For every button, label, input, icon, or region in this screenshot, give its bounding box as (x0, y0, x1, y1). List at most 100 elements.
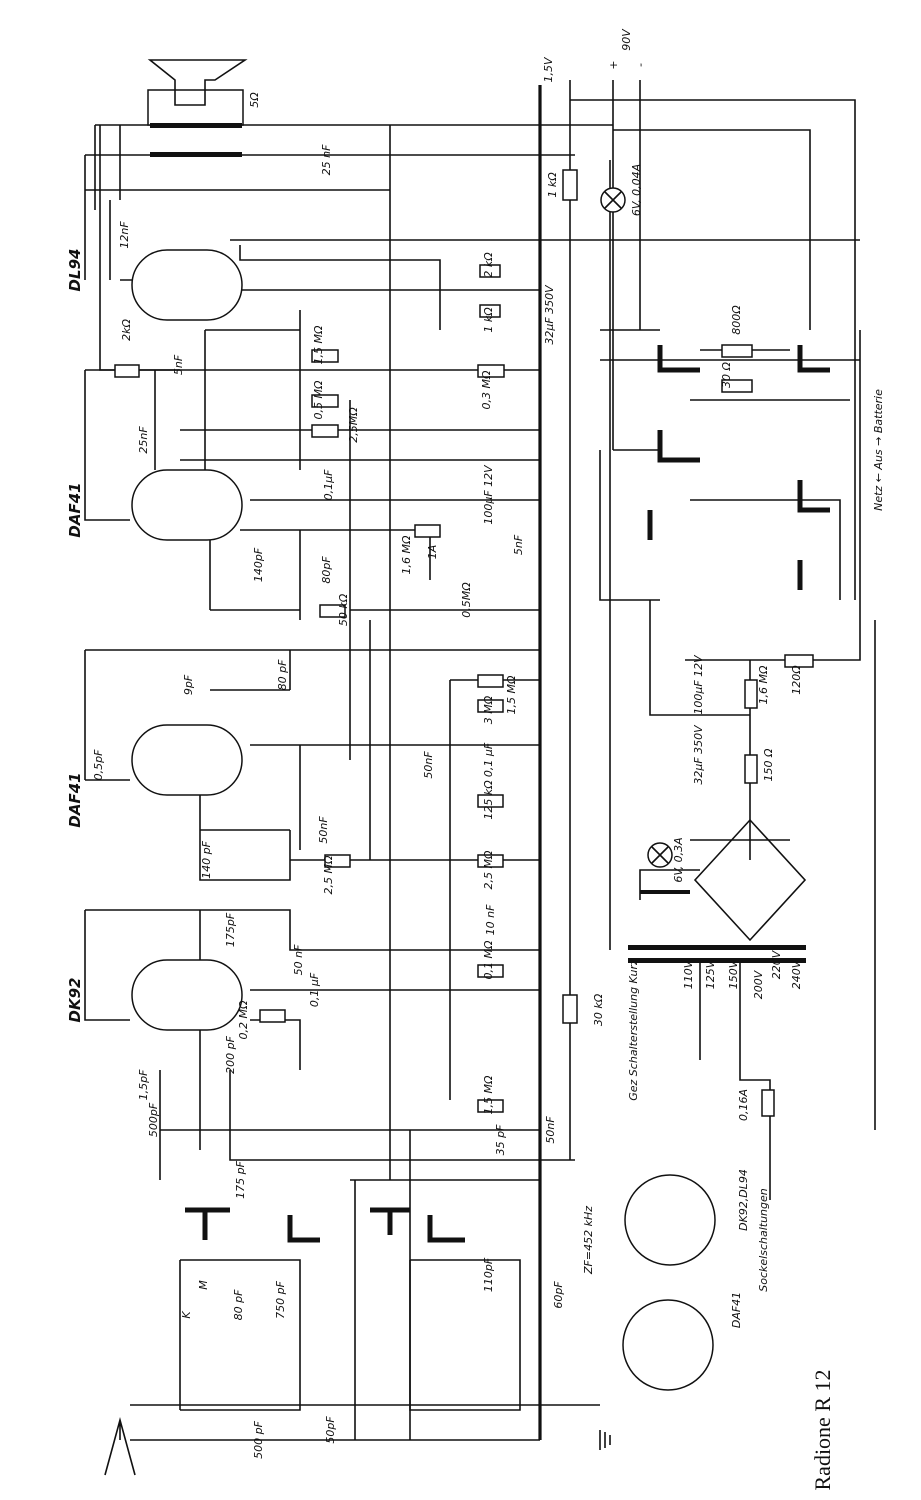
component-label: 0,2 MΩ (237, 1000, 250, 1039)
component-label: 50 kΩ (337, 593, 350, 626)
component-label: 1,5 MΩ (505, 675, 518, 714)
transformers (147, 59, 806, 963)
component-label: 0,5pF (92, 749, 105, 780)
component-label: 200V (752, 969, 765, 999)
component-label: 120Ω (790, 665, 803, 695)
supply-plus: + (607, 60, 620, 69)
socket-dk92-dl94 (624, 1174, 716, 1266)
component-label: 2kΩ (120, 319, 133, 341)
component-label: M (197, 1280, 210, 1290)
component-label: 0,1µF (322, 469, 335, 500)
component-label: 50nF (317, 816, 330, 844)
component-label: ZF=452 kHz (582, 1206, 595, 1275)
component-label: Sockelschaltungen (757, 1188, 770, 1292)
component-label: 1 kΩ (482, 307, 495, 333)
component-label: DAF41 (730, 1292, 743, 1328)
component-label: 25nF (137, 426, 150, 454)
component-label: 50nF (422, 751, 435, 779)
tubes (131, 249, 243, 1031)
component-label: 1 kΩ (546, 172, 559, 198)
component-label: 140pF (252, 547, 265, 582)
antenna-icon (104, 1416, 136, 1476)
tube-daf41-2-envelope (131, 724, 243, 796)
supply-label-90v: 90V (620, 28, 633, 51)
component-label: 1,5 MΩ (312, 325, 325, 364)
component-label: 800Ω (730, 305, 743, 335)
component-label: 0,16A (737, 1089, 750, 1121)
component-label: 50 nF (292, 944, 305, 975)
component-label: 240V (790, 959, 803, 989)
component-label: 125V (704, 959, 717, 989)
resistors (114, 169, 814, 1117)
component-label: 9pF (182, 674, 195, 695)
component-label: DK92,DL94 (737, 1169, 750, 1231)
component-label: 150 Ω (762, 748, 775, 781)
component-label: 140 pF (200, 840, 213, 878)
socket-daf41 (622, 1299, 714, 1391)
tube-label-daf41-1: DAF41 (66, 482, 84, 537)
component-label: 12nF (118, 221, 131, 249)
component-label: 35 pF (494, 1124, 507, 1155)
component-label: 80 pF (232, 1289, 245, 1320)
component-label: 30 Ω (720, 361, 733, 387)
component-label: 500 pF (252, 1420, 265, 1458)
component-label: 0,1 MΩ (482, 940, 495, 979)
component-label: 5Ω (248, 92, 261, 108)
wires (84, 80, 876, 1441)
component-label: 80 pF (276, 659, 289, 690)
component-label: 150V (727, 959, 740, 989)
component-label: 32µF 350V (692, 724, 705, 785)
component-label: 25 nF (320, 144, 333, 175)
component-label: 80pF (320, 556, 333, 584)
component-label: 3 MΩ (482, 695, 495, 724)
component-label: 1,5 MΩ (482, 1075, 495, 1114)
tube-daf41-1-envelope (131, 469, 243, 541)
component-label: 10 nF (484, 904, 497, 935)
switch-contacts (185, 345, 830, 1243)
component-label: 60pF (552, 1281, 565, 1309)
tube-dl94-envelope (131, 249, 243, 321)
component-label: Gez Schalterstellung Kurz (627, 959, 640, 1101)
component-label: 2,5 MΩ (322, 855, 335, 894)
component-label: K (180, 1311, 193, 1319)
component-label: 175pF (224, 912, 237, 947)
component-label: 110V (682, 959, 695, 989)
mains-transformer (628, 945, 806, 950)
diagram-title: Radione R 12 (810, 1370, 835, 1491)
component-label: 6V, 0,04A (630, 164, 643, 216)
component-labels: 5Ω 25 nF 1 kΩ 6V, 0,04A 12nF 2 kΩ 1 kΩ 32µF 350… (92, 92, 885, 1459)
component-label: 6V, 0,3A (672, 837, 685, 882)
component-label: 50nF (544, 1116, 557, 1144)
speaker-icon (147, 59, 248, 106)
antenna-ground (104, 1416, 611, 1476)
socket-diagrams (622, 1174, 716, 1391)
component-label: 750 pF (274, 1280, 287, 1318)
component-label: 0,5MΩ (460, 582, 473, 618)
component-label: 100µF 12V (692, 654, 705, 715)
component-label: 100µF 12V (482, 464, 495, 525)
component-label: 0,5 MΩ (312, 380, 325, 419)
tube-dk92-envelope (131, 959, 243, 1031)
component-label: Netz ← Aus → Batterie (872, 389, 885, 511)
component-label: 500pF (147, 1102, 160, 1137)
component-label: 50pF (324, 1416, 337, 1444)
ground-icon (599, 1430, 611, 1450)
component-label: 0,1 µF (308, 972, 321, 1007)
component-label: 0,1 µF (482, 742, 495, 777)
component-label: 32µF 350V (543, 284, 556, 345)
component-label: 2 kΩ (482, 252, 495, 278)
supply-label-1-5v: 1,5V (542, 56, 555, 82)
component-label: 2,5MΩ (347, 407, 360, 443)
component-label: 110pF (482, 1257, 495, 1292)
component-label: 5nF (172, 354, 185, 375)
tube-label-dl94: DL94 (66, 249, 84, 292)
component-label: 1A (426, 545, 439, 560)
component-label: 1,6 MΩ (400, 535, 413, 574)
component-label: 125 kΩ (482, 780, 495, 820)
component-label: 0,3 MΩ (480, 370, 493, 409)
tube-label-dk92: DK92 (66, 978, 84, 1023)
component-label: 200 pF (224, 1035, 237, 1073)
component-label: 175 pF (234, 1160, 247, 1198)
